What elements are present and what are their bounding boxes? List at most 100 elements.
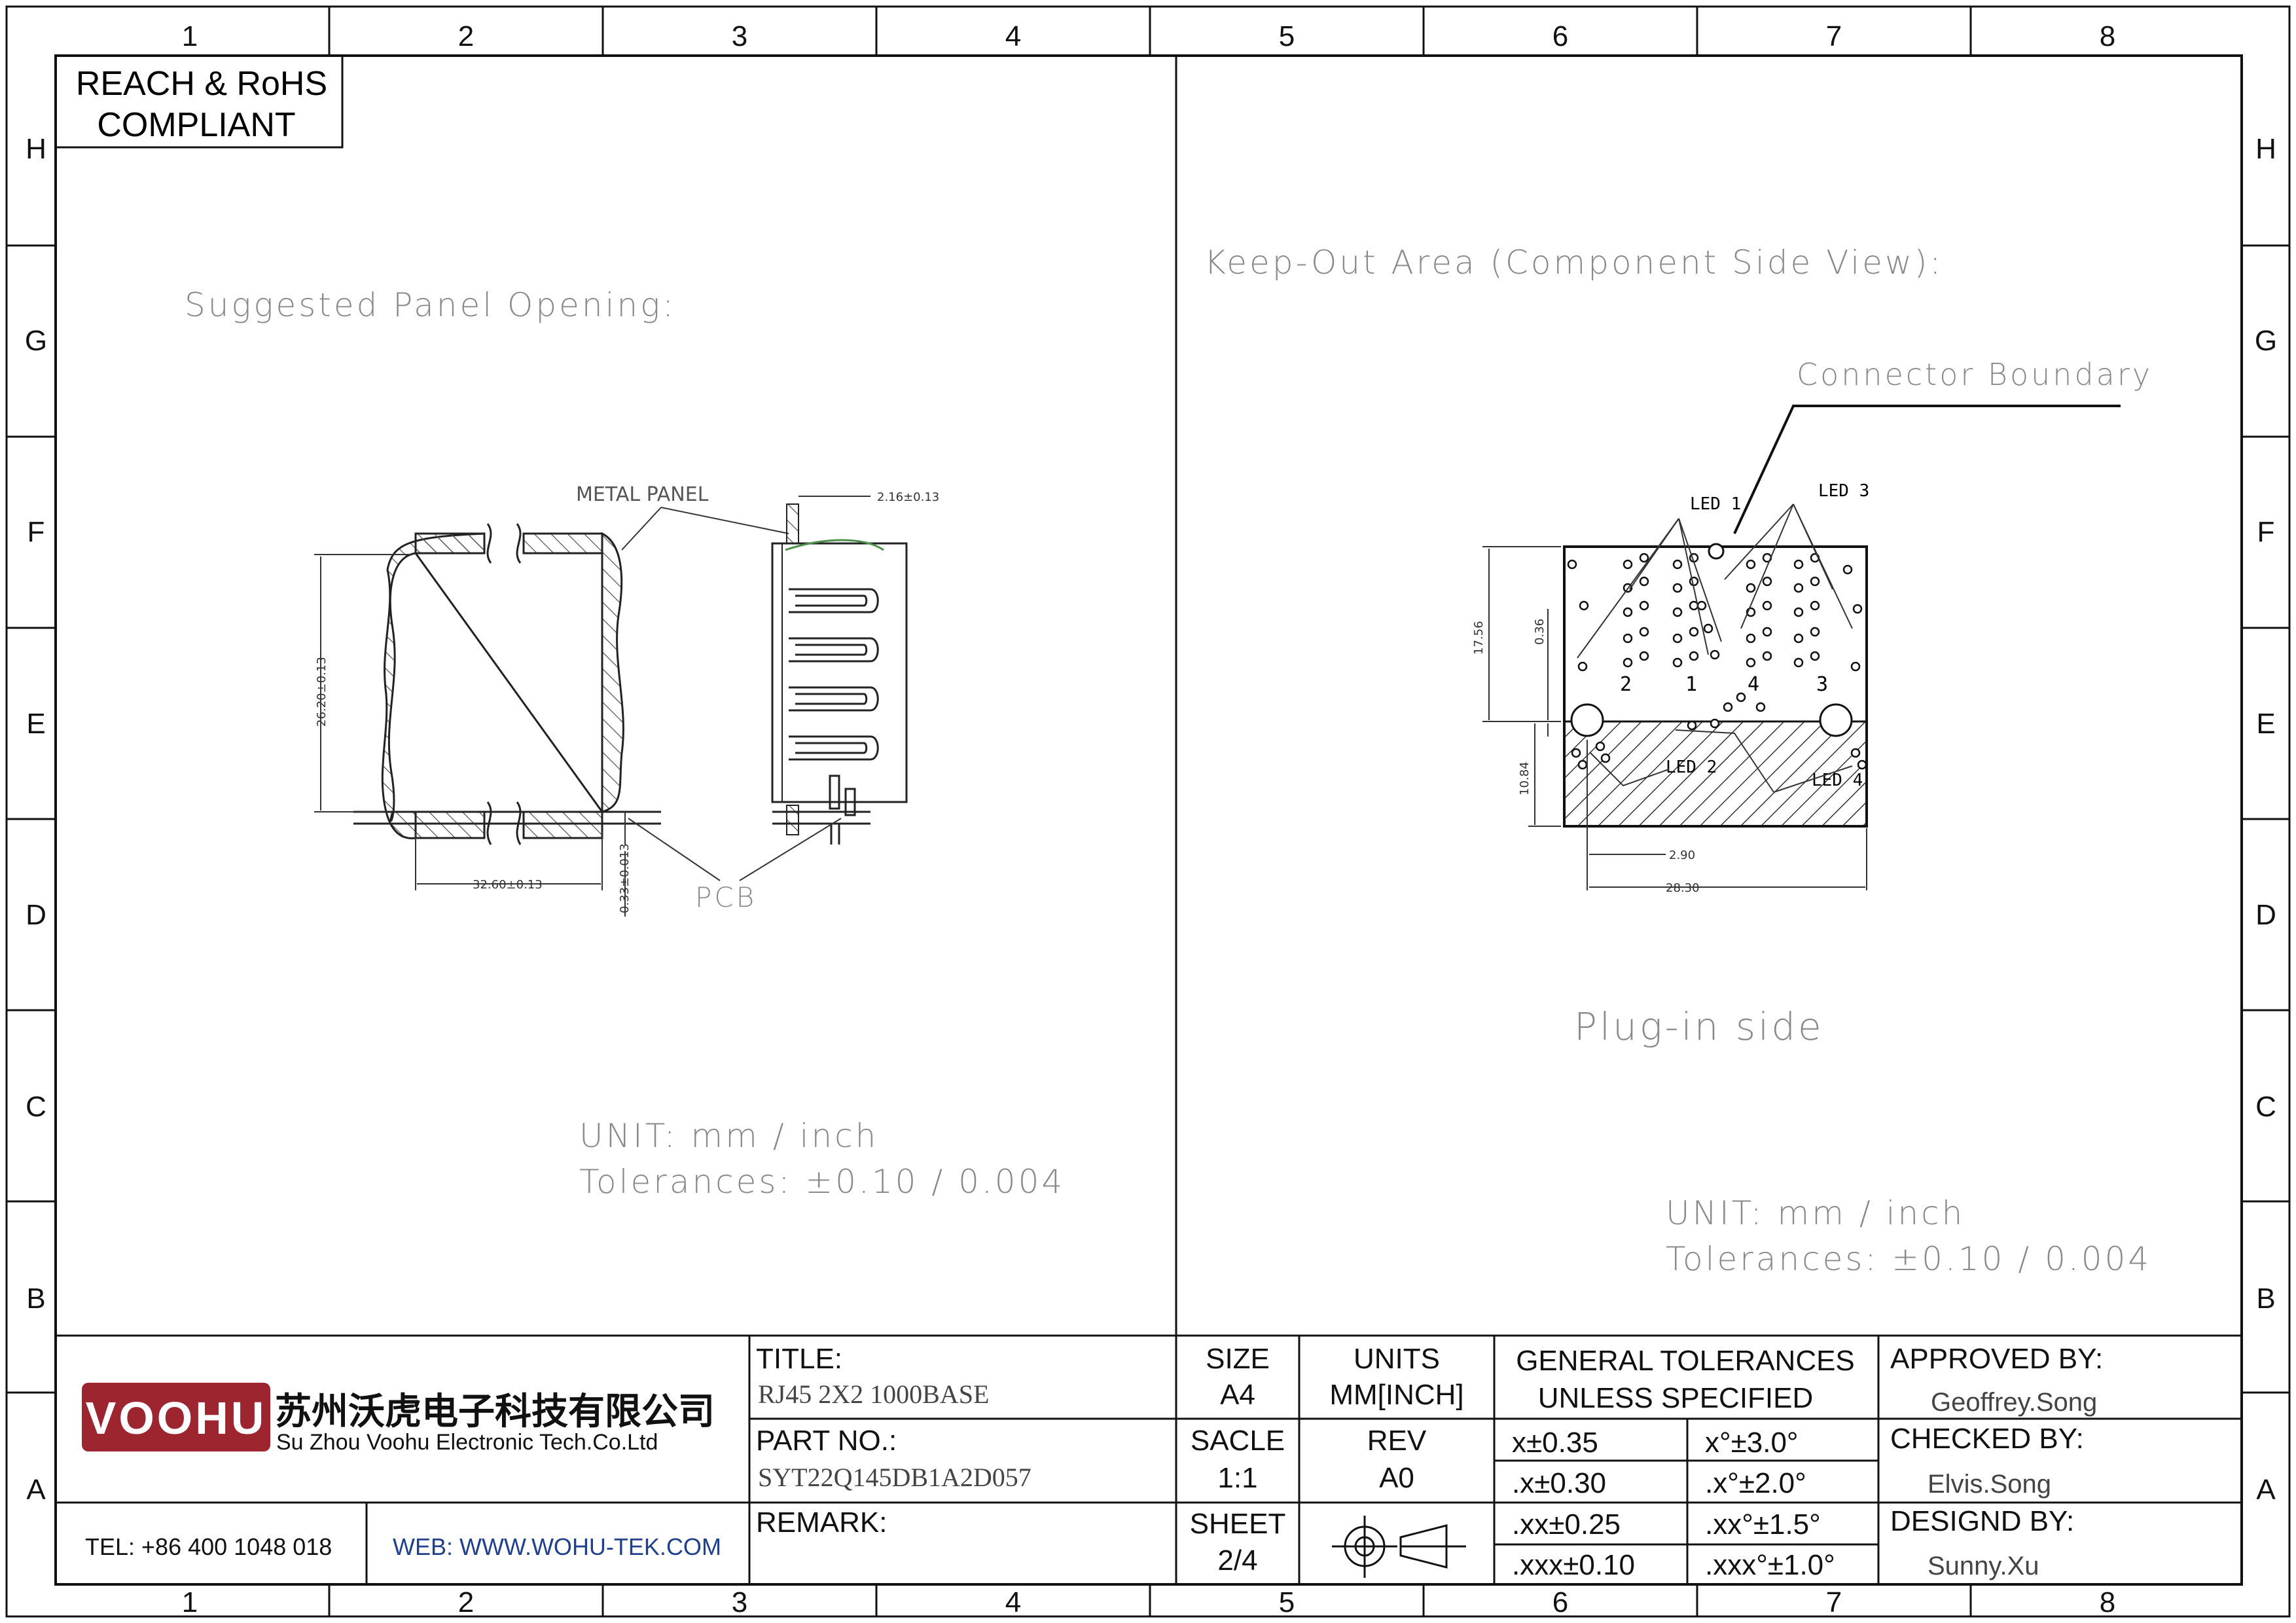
port-number: 1 <box>1685 673 1697 696</box>
col-label-bottom: 1 <box>182 1586 198 1618</box>
pin-hole <box>1672 633 1683 644</box>
company-name-cn: 苏州沃虎电子科技有限公司 <box>275 1391 715 1432</box>
dim-offset: 0.33±0.013 <box>618 843 632 913</box>
pin-hole <box>1623 657 1633 668</box>
pin-hole <box>1755 702 1766 712</box>
title-label: TITLE: <box>756 1343 842 1375</box>
led-label-1: LED 1 <box>1690 494 1741 514</box>
dim-keepout-width: 28.30 <box>1666 881 1700 895</box>
pin-hole <box>1639 553 1649 563</box>
row-label-left: B <box>26 1283 45 1315</box>
pin-hole <box>1595 741 1605 752</box>
pin-hole <box>1577 661 1588 672</box>
port-number: 4 <box>1748 673 1759 696</box>
keepout-hatched-area <box>1563 720 1868 828</box>
size-label: SIZE <box>1206 1343 1270 1375</box>
pin-hole <box>1810 651 1820 661</box>
col-label-bottom: 8 <box>2100 1586 2115 1618</box>
size-value: A4 <box>1220 1379 1255 1411</box>
left-unit-line: UNIT: mm / inch <box>579 1117 878 1155</box>
pin-hole <box>1623 559 1633 570</box>
row-label-left: E <box>26 708 45 740</box>
row-label-left: F <box>27 516 45 548</box>
pin-hole <box>1672 559 1683 570</box>
col-label-bottom: 3 <box>732 1586 747 1618</box>
panel-bottom-left-strip <box>414 811 486 839</box>
company-web-link[interactable]: WEB: WWW.WOHU-TEK.COM <box>393 1533 721 1560</box>
pin-hole <box>1639 651 1649 661</box>
pin-hole <box>1810 600 1820 611</box>
led-label-3: LED 3 <box>1818 481 1869 501</box>
compliance-box: REACH & RoHS COMPLIANT <box>54 54 344 149</box>
tol-angular: x°±3.0° <box>1705 1427 1799 1459</box>
row-label-right: G <box>2255 325 2277 357</box>
break-mark-bottom <box>486 801 522 845</box>
dim-keepout-lower: 10.84 <box>1518 761 1532 795</box>
pin-hole <box>1672 607 1683 617</box>
pin-hole <box>1600 753 1611 763</box>
col-label-bottom: 2 <box>458 1586 474 1618</box>
row-label-left: G <box>25 325 47 357</box>
row-label-right: H <box>2255 133 2276 165</box>
mount-hole-left <box>1570 703 1604 737</box>
row-label-left: A <box>26 1474 46 1506</box>
connector-side-view <box>771 503 908 845</box>
rev-value: A0 <box>1379 1462 1414 1494</box>
col-label-top: 7 <box>1826 20 1842 52</box>
general-tolerances-line-2: UNLESS SPECIFIED <box>1538 1382 1814 1414</box>
pin-hole <box>1710 718 1720 729</box>
row-label-left: D <box>26 899 46 931</box>
pin-hole <box>1793 559 1804 570</box>
col-label-top: 6 <box>1552 20 1568 52</box>
panel-bottom-right-strip <box>522 811 603 839</box>
pcb-label: PCB <box>695 881 757 913</box>
dim-thickness: 2.16±0.13 <box>877 490 939 504</box>
approved-by-value: Geoffrey.Song <box>1931 1388 2097 1417</box>
pin-hole <box>1850 661 1861 672</box>
right-unit-line: UNIT: mm / inch <box>1666 1194 1965 1232</box>
sheet-frame <box>5 5 2291 1618</box>
pin-hole <box>1762 600 1772 611</box>
row-label-right: D <box>2255 899 2276 931</box>
pin-hole <box>1672 583 1683 593</box>
pin-hole <box>1723 702 1733 712</box>
pin-hole <box>1577 759 1588 770</box>
col-label-top: 3 <box>732 20 747 52</box>
col-label-top: 1 <box>182 20 198 52</box>
metal-panel-outline <box>381 532 486 839</box>
right-tolerance-line: Tolerances: ±0.10 / 0.004 <box>1666 1240 2151 1278</box>
company-name-en: Su Zhou Voohu Electronic Tech.Co.Ltd <box>276 1430 658 1455</box>
break-mark-top <box>486 523 522 564</box>
compliance-line-2: COMPLIANT <box>97 106 295 144</box>
pin-hole <box>1623 607 1633 617</box>
pin-hole <box>1579 600 1589 611</box>
company-tel: TEL: +86 400 1048 018 <box>85 1533 332 1560</box>
panel-top-right-strip <box>522 532 603 555</box>
tol-linear: x±0.35 <box>1512 1427 1598 1459</box>
col-label-bottom: 4 <box>1005 1586 1021 1618</box>
column-labels: 1 2 3 4 5 6 7 8 1 2 3 4 5 6 7 8 <box>182 20 2115 1618</box>
tol-angular: .xxx°±1.0° <box>1705 1549 1835 1581</box>
row-label-right: A <box>2256 1474 2276 1506</box>
pin-hole <box>1571 748 1581 758</box>
connector-boundary-label: Connector Boundary <box>1797 357 2153 392</box>
row-labels: H G F E D C B A H G F E D C B A <box>25 133 2277 1506</box>
company-logo: VOOHU <box>82 1383 270 1451</box>
pin-field <box>1567 553 1867 770</box>
col-label-bottom: 7 <box>1826 1586 1842 1618</box>
designed-by-label: DESIGND BY: <box>1890 1505 2074 1537</box>
led-leaders <box>1577 503 1853 793</box>
pin-hole <box>1746 657 1756 668</box>
panel-top-left-strip <box>414 532 486 555</box>
pin-hole <box>1793 607 1804 617</box>
pin-hole <box>1639 576 1649 587</box>
row-label-left: C <box>26 1091 46 1123</box>
sheet-label: SHEET <box>1190 1508 1286 1540</box>
projection-symbol-icon <box>1332 1516 1466 1578</box>
pin-hole <box>1762 651 1772 661</box>
pin-hole <box>1623 633 1633 644</box>
general-tolerances-line-1: GENERAL TOLERANCES <box>1516 1345 1855 1377</box>
opening-diagonal <box>414 553 603 812</box>
pin-hole <box>1689 627 1699 637</box>
